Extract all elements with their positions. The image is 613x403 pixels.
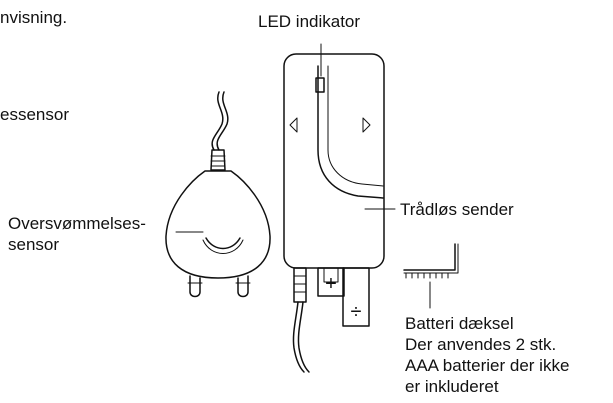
battery-cover	[403, 243, 456, 271]
plus-sign: +	[325, 273, 337, 295]
transmitter-body	[283, 53, 385, 269]
right-arrow-icon	[362, 117, 371, 133]
flood-sensor-body	[165, 170, 271, 279]
transmitter-strain-relief	[293, 267, 307, 303]
battery-note-line2: AAA batterier der ikke	[405, 356, 570, 375]
battery-minus	[342, 267, 370, 327]
sensor-leg-left	[189, 275, 201, 298]
transmitter-label: Trådløs sender	[400, 200, 514, 219]
sensor-indent	[205, 237, 241, 250]
flood-sensor-label-line2: sensor	[8, 235, 60, 254]
text-fragment-top: nvisning.	[0, 8, 68, 27]
minus-sign: ÷	[351, 301, 362, 323]
sensor-cable	[211, 91, 224, 151]
text-fragment-middle: essensor	[0, 105, 69, 124]
battery-cover-label: Batteri dæksel	[405, 314, 514, 333]
flood-sensor-label-line1: Oversvømmelses-	[8, 214, 146, 233]
transmitter-cable	[292, 301, 305, 373]
battery-note-line3: er inkluderet	[405, 377, 499, 396]
sensor-strain-relief	[210, 149, 226, 171]
led-indicator-label: LED indikator	[258, 12, 361, 31]
led-window	[315, 77, 325, 93]
battery-note-line1: Der anvendes 2 stk.	[405, 335, 557, 354]
left-arrow-icon	[289, 117, 298, 133]
sensor-leg-right	[237, 275, 249, 298]
transmitter-groove	[317, 65, 384, 199]
